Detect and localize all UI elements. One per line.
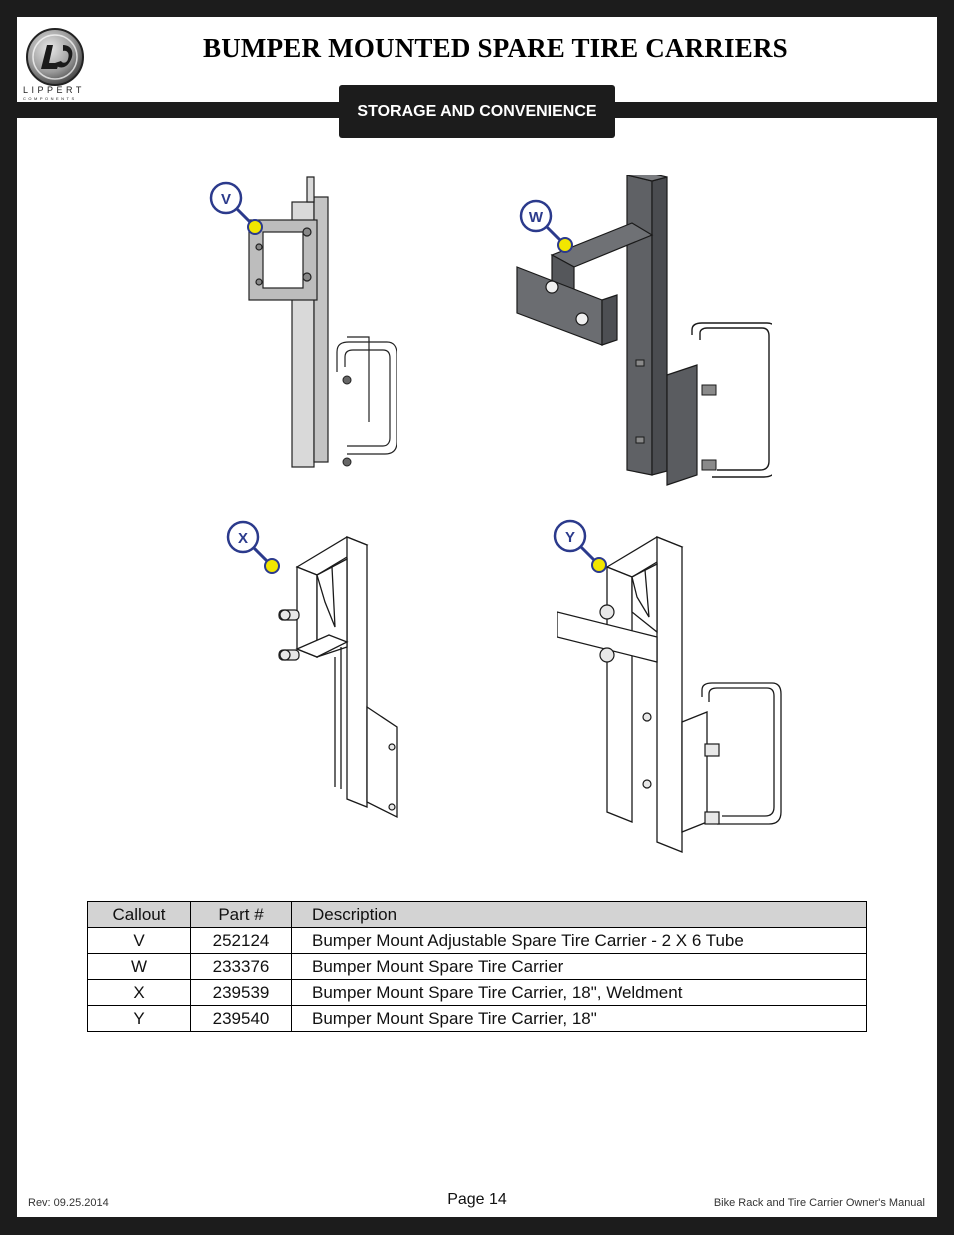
callout-x: X bbox=[226, 520, 280, 574]
callout-markers: V W X Y bbox=[209, 181, 607, 574]
parts-table: Callout Part # Description V 252124 Bump… bbox=[87, 901, 867, 1032]
cell-part-number: 233376 bbox=[190, 953, 292, 980]
logo-subtext: COMPONENTS bbox=[23, 96, 77, 101]
table-row: V 252124 Bumper Mount Adjustable Spare T… bbox=[87, 927, 867, 954]
header-callout: Callout bbox=[87, 901, 191, 928]
callout-y-label: Y bbox=[565, 529, 575, 546]
cell-callout: Y bbox=[87, 1005, 191, 1032]
cell-callout: V bbox=[87, 927, 191, 954]
table-row: X 239539 Bumper Mount Spare Tire Carrier… bbox=[87, 979, 867, 1006]
manual-page: LIPPERT COMPONENTS BUMPER MOUNTED SPARE … bbox=[17, 17, 937, 1217]
cell-callout: X bbox=[87, 979, 191, 1006]
cell-part-number: 252124 bbox=[190, 927, 292, 954]
table-row: Y 239540 Bumper Mount Spare Tire Carrier… bbox=[87, 1005, 867, 1032]
figure-y bbox=[557, 536, 782, 853]
table-row: W 233376 Bumper Mount Spare Tire Carrier bbox=[87, 953, 867, 980]
figure-w bbox=[516, 175, 772, 486]
callout-y: Y bbox=[553, 519, 607, 573]
revision-date: Rev: 09.25.2014 bbox=[28, 1197, 109, 1209]
header-description: Description bbox=[291, 901, 867, 928]
cell-description: Bumper Mount Spare Tire Carrier, 18" bbox=[291, 1005, 867, 1032]
figure-v bbox=[248, 176, 397, 468]
cell-callout: W bbox=[87, 953, 191, 980]
page-title: BUMPER MOUNTED SPARE TIRE CARRIERS bbox=[203, 33, 788, 63]
callout-x-label: X bbox=[238, 530, 248, 547]
header-part-number: Part # bbox=[190, 901, 292, 928]
callout-v-label: V bbox=[221, 191, 231, 208]
callout-w-label: W bbox=[529, 209, 544, 226]
callout-w: W bbox=[519, 199, 573, 253]
lippert-logo-icon bbox=[26, 28, 84, 86]
page-number: Page 14 bbox=[447, 1191, 507, 1208]
manual-title: Bike Rack and Tire Carrier Owner's Manua… bbox=[713, 1197, 925, 1209]
cell-description: Bumper Mount Adjustable Spare Tire Carri… bbox=[291, 927, 867, 954]
table-header-row: Callout Part # Description bbox=[87, 901, 867, 928]
logo-wordmark: LIPPERT bbox=[23, 85, 85, 95]
section-tab: STORAGE AND CONVENIENCE bbox=[339, 85, 615, 138]
cell-part-number: 239539 bbox=[190, 979, 292, 1006]
callout-v: V bbox=[209, 181, 263, 235]
cell-part-number: 239540 bbox=[190, 1005, 292, 1032]
figure-x bbox=[278, 536, 398, 819]
cell-description: Bumper Mount Spare Tire Carrier bbox=[291, 953, 867, 980]
cell-description: Bumper Mount Spare Tire Carrier, 18", We… bbox=[291, 979, 867, 1006]
